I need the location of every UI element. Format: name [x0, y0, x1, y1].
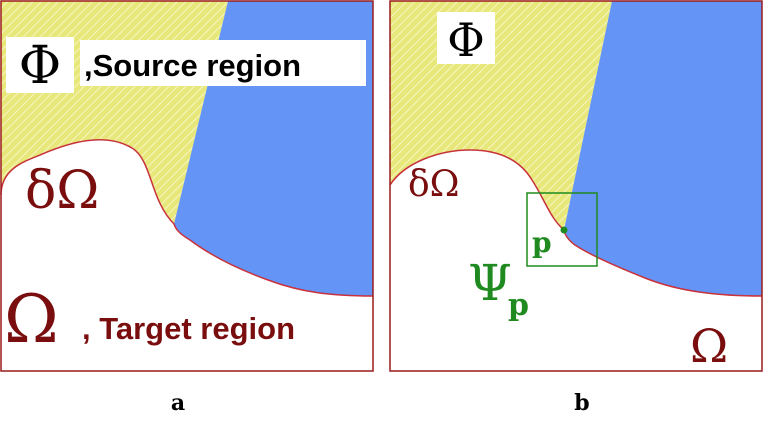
caption-b: b — [574, 390, 589, 416]
panel-a-target-label: , Target region — [82, 311, 295, 346]
panel-b-phi-box — [437, 12, 495, 64]
panel-a-frame — [0, 0, 374, 372]
panel-b-delta-omega: δΩ — [408, 164, 460, 205]
psi-subscript: p — [508, 288, 529, 323]
patch-psi-box — [526, 192, 598, 267]
psi-symbol: Ψ — [468, 254, 512, 312]
panel-a-boundary — [0, 139, 374, 297]
panel-a-delta-omega: δΩ — [25, 161, 99, 221]
panel-b-frame — [389, 0, 763, 372]
panel-a-phi-symbol: Φ — [19, 36, 62, 96]
panel-b: Φ δΩ p Ψ p Ω — [389, 0, 763, 373]
point-p-dot — [560, 226, 568, 234]
panel-a-omega-symbol: Ω — [4, 281, 59, 358]
panel-a-source-label: ,Source region — [84, 48, 301, 83]
panel-a-source-label-box — [80, 40, 366, 86]
caption-a: a — [171, 390, 185, 416]
point-p-label: p — [532, 226, 552, 259]
panel-a: Φ ,Source region δΩ Ω , Target region — [0, 0, 374, 372]
panel-a-phi-box — [6, 37, 74, 93]
panel-b-phi-symbol: Φ — [447, 13, 485, 67]
panel-b-blue-region — [564, 1, 762, 296]
panel-b-omega-symbol: Ω — [690, 319, 728, 373]
